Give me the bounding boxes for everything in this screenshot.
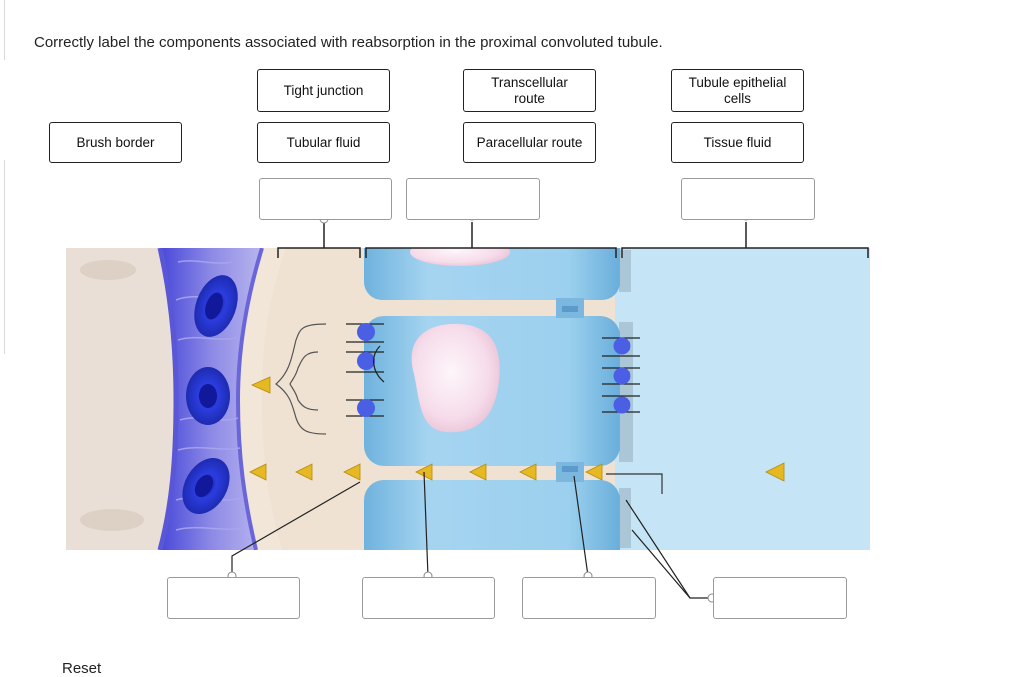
drop-target-top-right[interactable] <box>681 178 815 220</box>
diagram-panel <box>66 248 870 550</box>
left-edge-tab[interactable] <box>0 226 5 290</box>
basolateral-transport <box>346 323 385 417</box>
tight-junction-top <box>562 306 578 312</box>
tight-junction-bottom <box>562 466 578 472</box>
reset-text-partial[interactable]: Reset <box>62 660 102 677</box>
apical-transport <box>602 337 640 414</box>
brush-border-microvilli <box>619 250 633 548</box>
leader-lines-bottom <box>231 471 712 599</box>
epithelial-cell-bottom <box>364 480 620 550</box>
left-edge-tab[interactable] <box>0 160 5 226</box>
question-prompt: Correctly label the components associate… <box>34 34 663 51</box>
cell-nucleus <box>411 323 500 433</box>
label-tight-junction[interactable]: Tight junction <box>257 69 390 112</box>
left-edge-divider <box>0 0 5 60</box>
drop-target-bottom-4[interactable] <box>713 577 847 619</box>
label-transcellular-route[interactable]: Transcellular route <box>463 69 596 112</box>
label-paracellular-route[interactable]: Paracellular route <box>463 122 596 163</box>
tubule-lumen-region <box>615 248 870 550</box>
left-edge-tab[interactable] <box>0 290 5 354</box>
reabsorption-arrowheads <box>249 376 785 482</box>
drop-target-top-middle[interactable] <box>406 178 540 220</box>
drop-target-bottom-3[interactable] <box>522 577 656 619</box>
drop-target-top-left[interactable] <box>259 178 392 220</box>
drop-target-bottom-2[interactable] <box>362 577 495 619</box>
epithelial-cell-top <box>364 248 620 300</box>
label-tubule-epithelial-cells[interactable]: Tubule epithelial cells <box>671 69 804 112</box>
drop-target-bottom-1[interactable] <box>167 577 300 619</box>
label-brush-border[interactable]: Brush border <box>49 122 182 163</box>
label-tissue-fluid[interactable]: Tissue fluid <box>671 122 804 163</box>
label-tubular-fluid[interactable]: Tubular fluid <box>257 122 390 163</box>
region-brackets <box>277 222 869 258</box>
